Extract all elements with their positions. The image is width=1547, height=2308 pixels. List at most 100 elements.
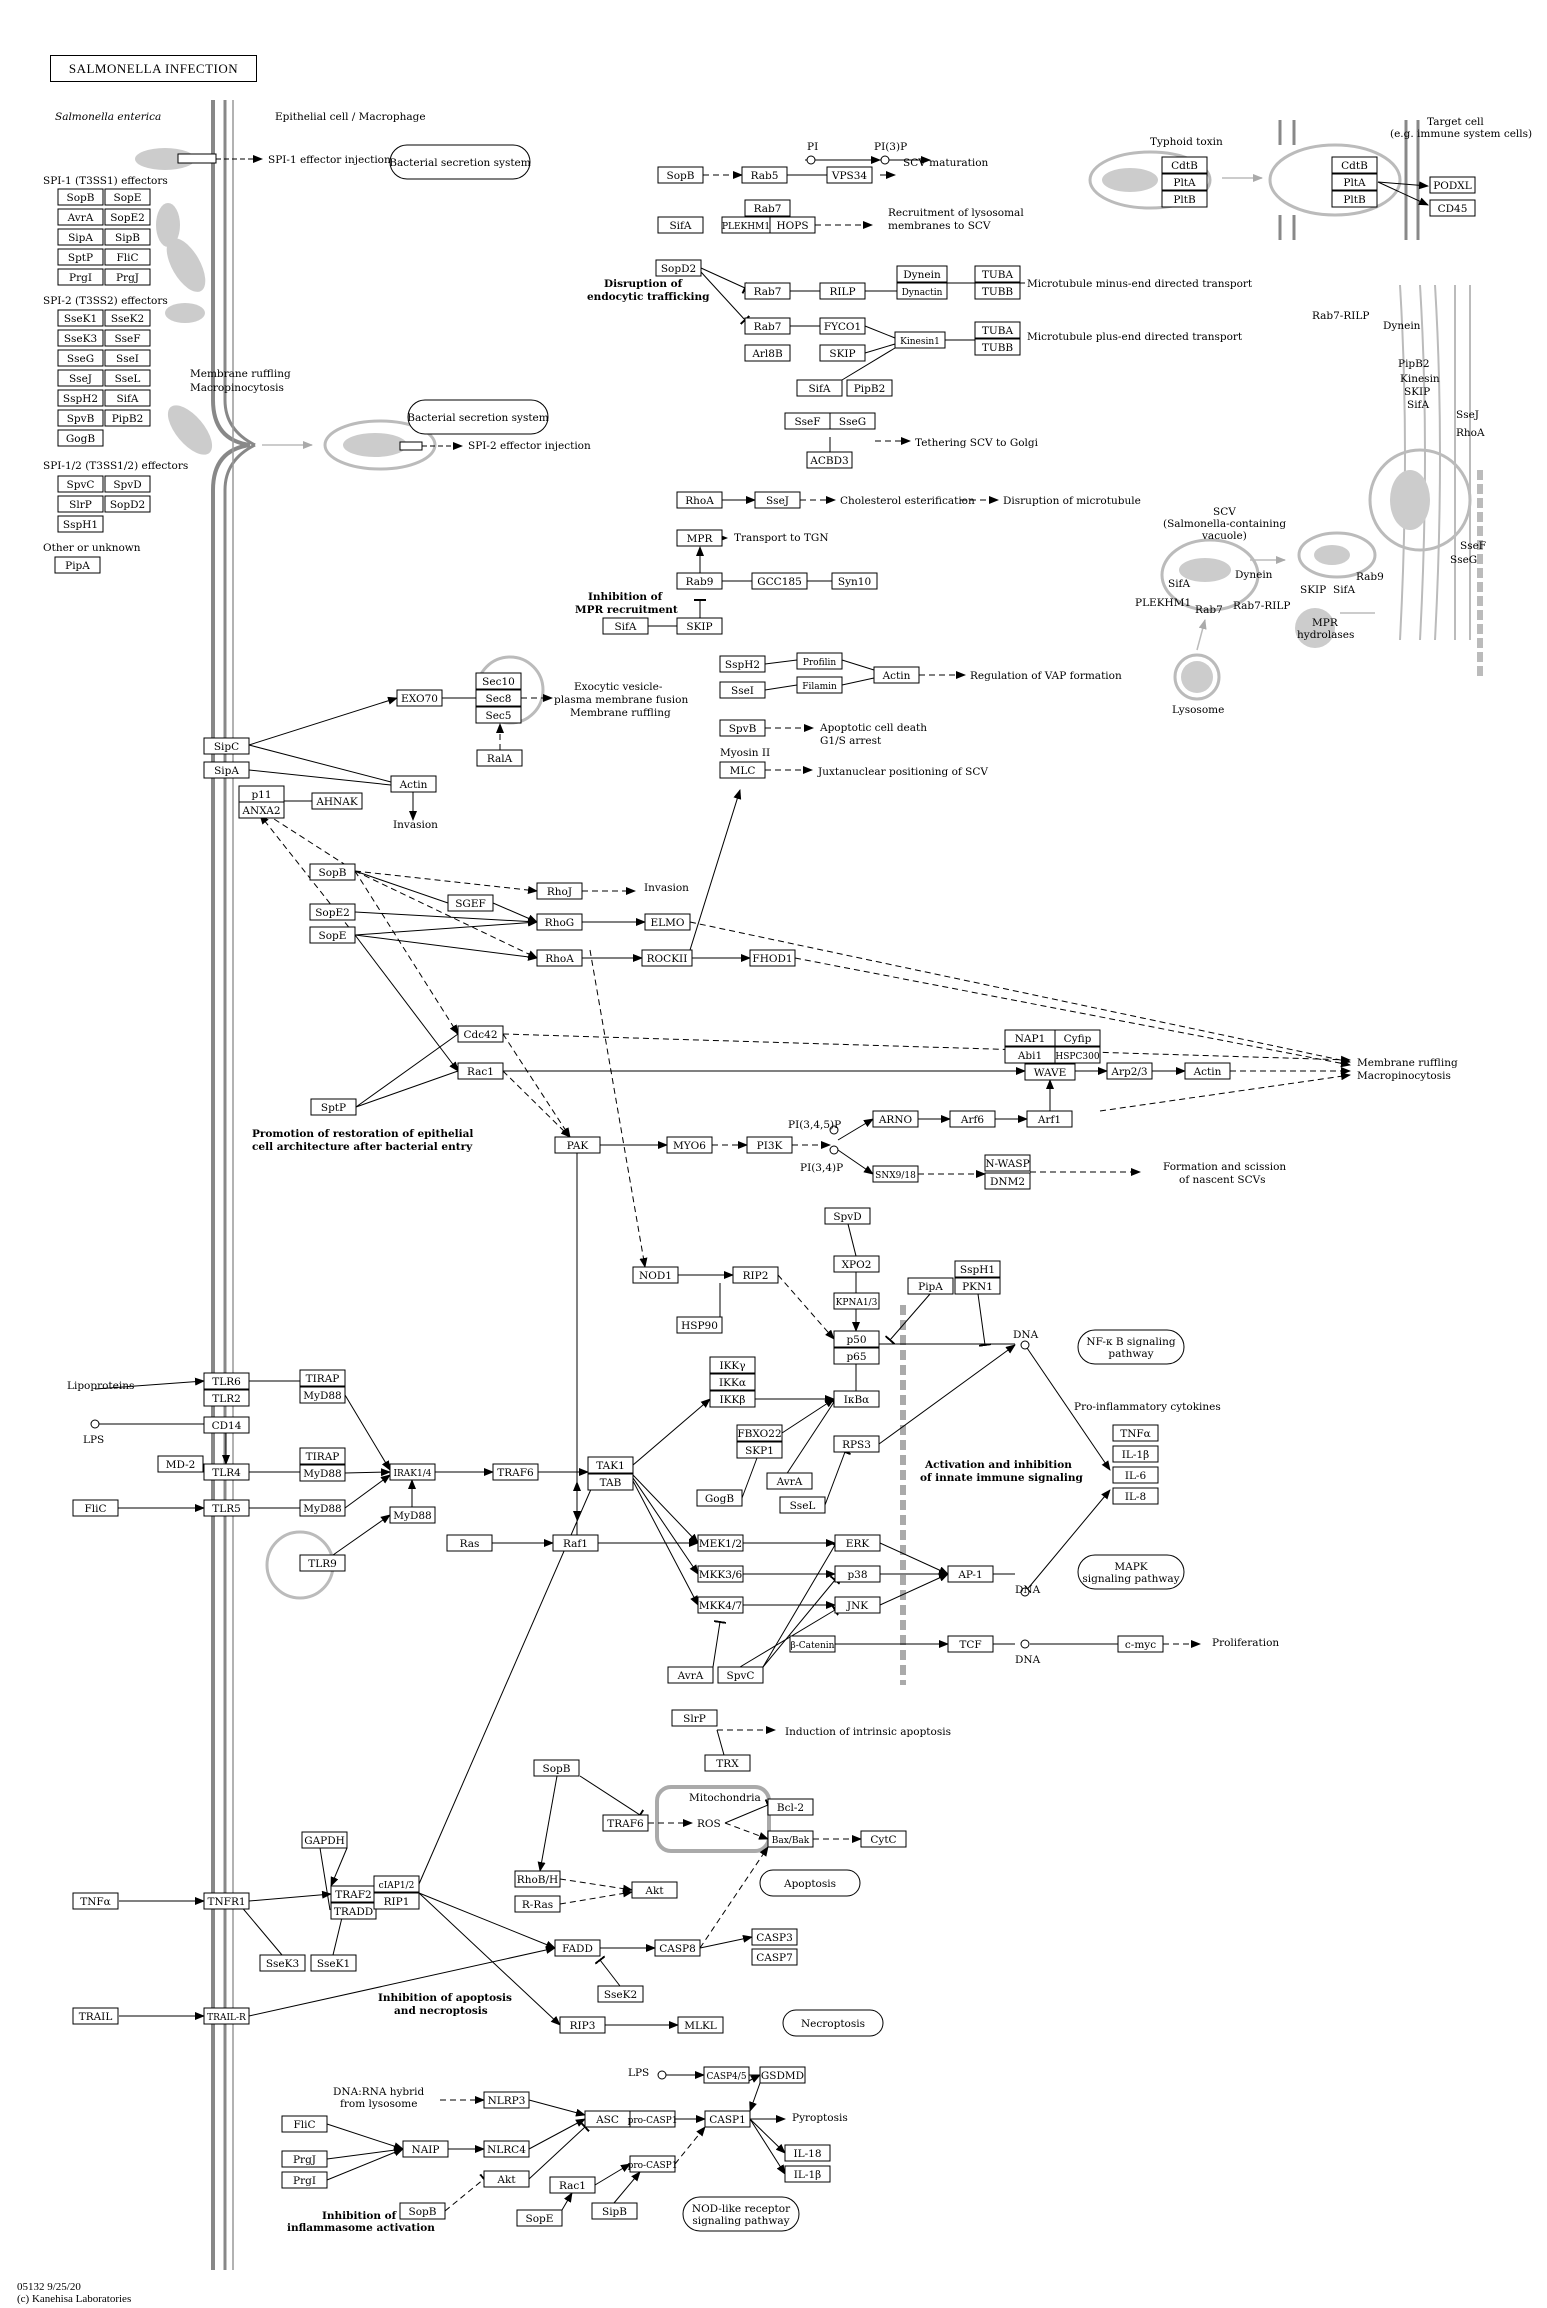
gene-box-rac1[interactable]: Rac1 <box>457 1062 504 1080</box>
gene-box-pipa[interactable]: PipA <box>54 556 101 574</box>
gene-box-casp1[interactable]: CASP1 <box>704 2110 751 2128</box>
gene-box-rockii[interactable]: ROCKII <box>641 949 693 967</box>
gene-box-pltb[interactable]: PltB <box>1331 190 1378 208</box>
gene-box-hops[interactable]: HOPS <box>769 216 816 234</box>
gene-box-rab9[interactable]: Rab9 <box>676 572 723 590</box>
gene-box-pro-casp1[interactable]: pro-CASP1 <box>628 2155 678 2173</box>
gene-box-pak[interactable]: PAK <box>554 1136 601 1154</box>
gene-box-fbxo22[interactable]: FBXO22 <box>736 1424 783 1442</box>
gene-box-tubb[interactable]: TUBB <box>974 338 1021 356</box>
gene-box-mlc[interactable]: MLC <box>719 761 766 779</box>
gene-box-gcc185[interactable]: GCC185 <box>751 572 808 590</box>
gene-box-akt[interactable]: Akt <box>631 1881 678 1899</box>
gene-box-avra[interactable]: AvrA <box>57 208 104 226</box>
gene-box-p11[interactable]: p11 <box>238 785 285 803</box>
gene-box-n-wasp[interactable]: N-WASP <box>984 1154 1031 1172</box>
gene-box-p38[interactable]: p38 <box>834 1565 881 1583</box>
gene-box-prgj[interactable]: PrgJ <box>104 268 151 286</box>
gene-box-skip[interactable]: SKIP <box>819 344 866 362</box>
gene-box-myd88[interactable]: MyD88 <box>299 1464 346 1482</box>
gene-box-acbd3[interactable]: ACBD3 <box>806 451 853 469</box>
gene-box-jnk[interactable]: JNK <box>834 1596 881 1614</box>
gene-box-c-myc[interactable]: c-myc <box>1117 1635 1164 1653</box>
gene-box-tlr5[interactable]: TLR5 <box>203 1499 250 1517</box>
gene-box-myd88[interactable]: MyD88 <box>299 1386 346 1404</box>
gene-box-rhog[interactable]: RhoG <box>536 913 583 931</box>
gene-box-wave[interactable]: WAVE <box>1024 1063 1076 1081</box>
gene-box-casp4-5[interactable]: CASP4/5 <box>703 2066 750 2084</box>
gene-box-podxl[interactable]: PODXL <box>1429 176 1476 194</box>
gene-box-abi1[interactable]: Abi1 <box>1004 1046 1056 1064</box>
gene-box-flic[interactable]: FliC <box>104 248 151 266</box>
compound-circle[interactable] <box>806 155 816 165</box>
gene-box-plta[interactable]: PltA <box>1331 173 1378 191</box>
gene-box-pipa[interactable]: PipA <box>907 1277 954 1295</box>
gene-box-arl8b[interactable]: Arl8B <box>744 344 791 362</box>
gene-box-ahnak[interactable]: AHNAK <box>311 792 363 810</box>
gene-box-rilp[interactable]: RILP <box>819 282 866 300</box>
gene-box-tnf[interactable]: TNFα <box>1112 1424 1159 1442</box>
gene-box-ikk[interactable]: IKKγ <box>709 1356 756 1374</box>
gene-box-ssel[interactable]: SseL <box>104 369 151 387</box>
compound-circle[interactable] <box>829 1145 839 1155</box>
gene-box-tlr9[interactable]: TLR9 <box>299 1554 346 1572</box>
gene-box-cd14[interactable]: CD14 <box>203 1416 250 1434</box>
gene-box-kpna1-3[interactable]: KPNA1/3 <box>833 1292 880 1310</box>
gene-box-ssef[interactable]: SseF <box>104 329 151 347</box>
gene-box-spvc[interactable]: SpvC <box>717 1666 764 1684</box>
gene-box-cyfip[interactable]: Cyfip <box>1054 1029 1101 1047</box>
gene-box-p65[interactable]: p65 <box>833 1347 880 1365</box>
gene-box-ssek1[interactable]: SseK1 <box>57 309 104 327</box>
gene-box-casp7[interactable]: CASP7 <box>751 1948 798 1966</box>
gene-box-spvc[interactable]: SpvC <box>57 475 104 493</box>
gene-box-tuba[interactable]: TUBA <box>974 265 1021 283</box>
gene-box-fadd[interactable]: FADD <box>554 1939 601 1957</box>
gene-box-cd45[interactable]: CD45 <box>1429 199 1476 217</box>
gene-box-profilin[interactable]: Profilin <box>796 652 843 670</box>
map-link-necroptosis[interactable]: Necroptosis <box>782 2009 884 2037</box>
gene-box-rip3[interactable]: RIP3 <box>559 2016 606 2034</box>
gene-box-ikk[interactable]: IKKα <box>709 1373 756 1391</box>
compound-circle[interactable] <box>829 1125 839 1135</box>
gene-box-ras[interactable]: Ras <box>446 1534 493 1552</box>
gene-box-fyco1[interactable]: FYCO1 <box>819 317 866 335</box>
gene-box-trx[interactable]: TRX <box>704 1754 751 1772</box>
gene-box-cdtb[interactable]: CdtB <box>1331 156 1378 174</box>
gene-box-skp1[interactable]: SKP1 <box>736 1441 783 1459</box>
gene-box-sptp[interactable]: SptP <box>57 248 104 266</box>
gene-box-spvb[interactable]: SpvB <box>57 409 104 427</box>
gene-box-pipb2[interactable]: PipB2 <box>846 379 893 397</box>
gene-box-ssek1[interactable]: SseK1 <box>310 1954 357 1972</box>
gene-box-rab5[interactable]: Rab5 <box>741 166 788 184</box>
gene-box-syn10[interactable]: Syn10 <box>831 572 878 590</box>
gene-box-ciap1-2[interactable]: cIAP1/2 <box>373 1875 420 1893</box>
gene-box-asc[interactable]: ASC <box>584 2110 631 2128</box>
gene-box-mkk3-6[interactable]: MKK3/6 <box>697 1565 744 1583</box>
gene-box-ssph1[interactable]: SspH1 <box>57 515 104 533</box>
gene-box-tuba[interactable]: TUBA <box>974 321 1021 339</box>
gene-box-slrp[interactable]: SlrP <box>57 495 104 513</box>
gene-box-sopb[interactable]: SopB <box>399 2202 446 2220</box>
gene-box-sopb[interactable]: SopB <box>309 863 356 881</box>
gene-box-irak1-4[interactable]: IRAK1/4 <box>389 1463 436 1481</box>
gene-box-dnm2[interactable]: DNM2 <box>984 1172 1031 1190</box>
gene-box-bcl-2[interactable]: Bcl-2 <box>767 1798 814 1816</box>
gene-box-rab7[interactable]: Rab7 <box>744 317 791 335</box>
gene-box-spvb[interactable]: SpvB <box>719 719 766 737</box>
compound-circle[interactable] <box>1020 1587 1030 1597</box>
gene-box-tubb[interactable]: TUBB <box>974 282 1021 300</box>
gene-box-pipb2[interactable]: PipB2 <box>104 409 151 427</box>
gene-box-ssek2[interactable]: SseK2 <box>597 1985 644 2003</box>
gene-box-avra[interactable]: AvrA <box>667 1666 714 1684</box>
gene-box-casp8[interactable]: CASP8 <box>654 1939 701 1957</box>
gene-box-sec5[interactable]: Sec5 <box>475 706 522 724</box>
gene-box-catenin[interactable]: β-Catenin <box>789 1635 836 1653</box>
gene-box-sope[interactable]: SopE <box>309 926 356 944</box>
gene-box-ssei[interactable]: SseI <box>719 681 766 699</box>
gene-box-mkk4-7[interactable]: MKK4/7 <box>697 1596 744 1614</box>
gene-box-tnf[interactable]: TNFα <box>72 1892 119 1910</box>
gene-box-rhob-h[interactable]: RhoB/H <box>514 1870 561 1888</box>
gene-box-prgi[interactable]: PrgI <box>57 268 104 286</box>
gene-box-flic[interactable]: FliC <box>281 2115 328 2133</box>
